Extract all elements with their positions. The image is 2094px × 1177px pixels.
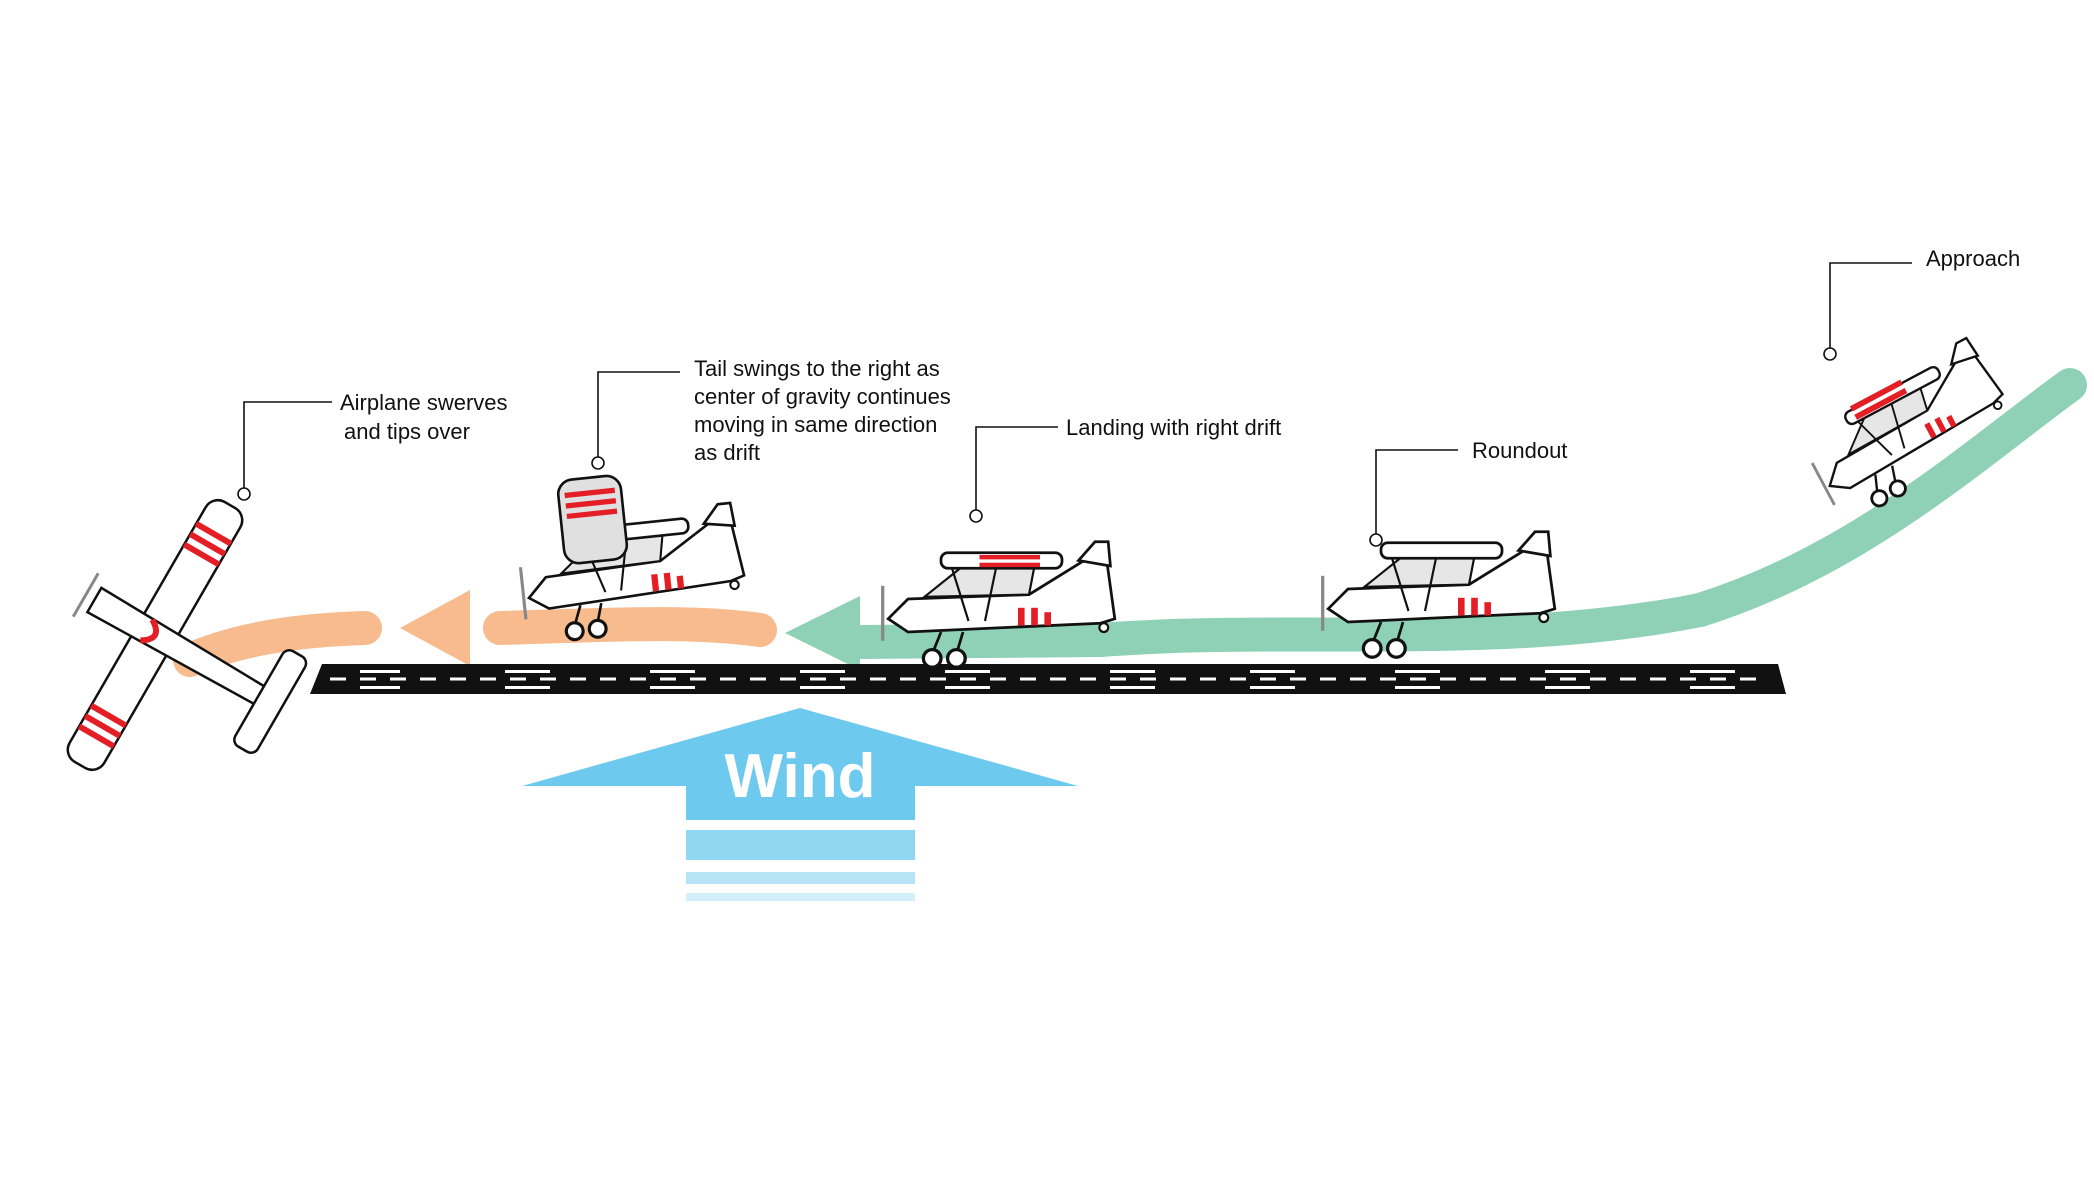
- airplane-tipped-over: [66, 498, 308, 772]
- leader-landing: [975, 426, 1058, 516]
- leader-roundout-endpoint: [1369, 533, 1383, 547]
- leader-tail-swing: [597, 371, 680, 463]
- approach-path: [843, 368, 2087, 659]
- leader-swerve: [243, 401, 332, 494]
- label-tail-line2: center of gravity continues: [694, 384, 951, 409]
- leader-roundout: [1375, 449, 1458, 540]
- label-swerve-line2: and tips over: [344, 419, 470, 444]
- swerve-path: [173, 611, 382, 677]
- drift-direction-arrowhead: [400, 590, 470, 666]
- leader-swerve-endpoint: [237, 487, 251, 501]
- wind-arrow: Wind: [522, 708, 1078, 901]
- label-approach: Approach: [1926, 246, 2020, 271]
- label-tail-line4: as drift: [694, 440, 760, 465]
- airplane-landing-drift: [881, 540, 1117, 669]
- leader-landing-endpoint: [969, 509, 983, 523]
- drift-path: [483, 607, 777, 647]
- airplane-tail-swing: [514, 474, 751, 647]
- runway: [310, 664, 1786, 694]
- leader-approach-endpoint: [1823, 347, 1837, 361]
- label-roundout: Roundout: [1472, 438, 1567, 463]
- label-tail-line1: Tail swings to the right as: [694, 356, 940, 381]
- label-landing: Landing with right drift: [1066, 415, 1281, 440]
- leader-tail-swing-endpoint: [591, 456, 605, 470]
- up-arrow-icon: [522, 708, 1078, 820]
- leader-approach: [1829, 262, 1912, 354]
- label-swerve-line1: Airplane swerves: [340, 390, 508, 415]
- wind-label: Wind: [725, 742, 876, 811]
- label-tail-line3: moving in same direction: [694, 412, 937, 437]
- airplane-approach: [1792, 333, 2024, 527]
- landing-direction-arrowhead: [785, 596, 860, 670]
